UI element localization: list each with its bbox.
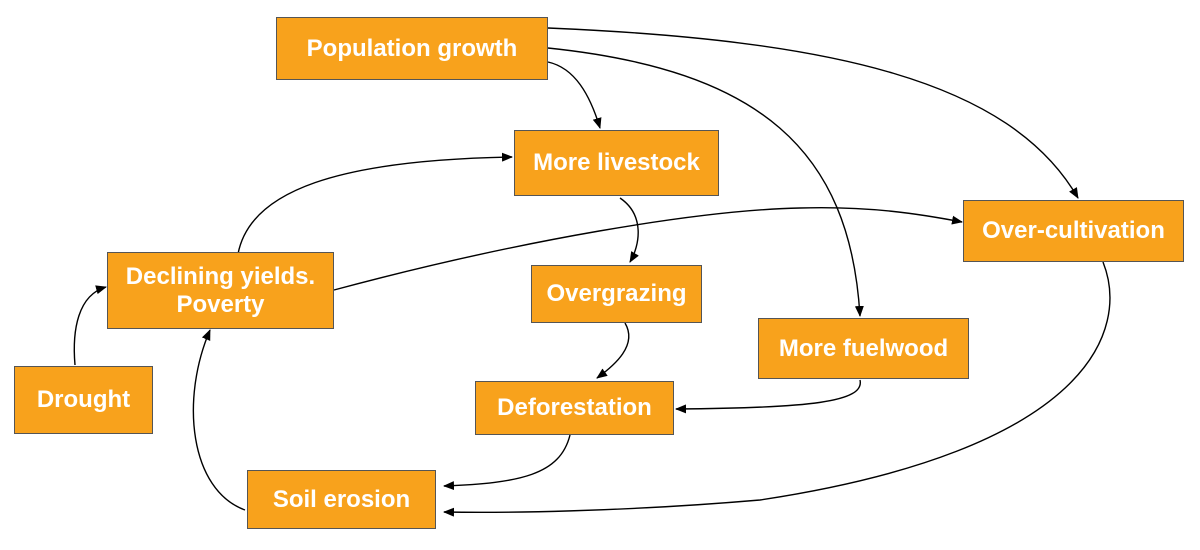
node-more-livestock: More livestock — [514, 130, 719, 196]
node-more-fuelwood: More fuelwood — [758, 318, 969, 379]
arrow-fuelwood-to-deforestation — [675, 379, 861, 414]
arrow-declining-to-overcultivation — [333, 207, 963, 291]
node-drought: Drought — [14, 366, 153, 434]
arrow-drought-to-declining — [73, 285, 107, 366]
node-population-growth: Population growth — [276, 17, 548, 80]
arrow-overcultivation-to-erosion — [443, 261, 1111, 517]
node-over-cultivation: Over-cultivation — [963, 200, 1184, 262]
node-overgrazing: Overgrazing — [531, 265, 702, 323]
arrow-erosion-to-declining — [192, 329, 246, 511]
arrow-livestock-to-overgrazing — [619, 197, 639, 263]
arrow-deforestation-to-erosion — [443, 434, 571, 491]
arrow-declining-to-livestock — [237, 152, 513, 255]
node-deforestation: Deforestation — [475, 381, 674, 435]
arrow-overgrazing-to-deforestation — [596, 322, 630, 379]
arrow-population-to-overcultivation — [547, 27, 1079, 199]
node-declining-yields-poverty: Declining yields. Poverty — [107, 252, 334, 329]
arrow-population-to-livestock — [547, 61, 602, 129]
arrow-population-to-fuelwood — [547, 47, 864, 317]
node-soil-erosion: Soil erosion — [247, 470, 436, 529]
